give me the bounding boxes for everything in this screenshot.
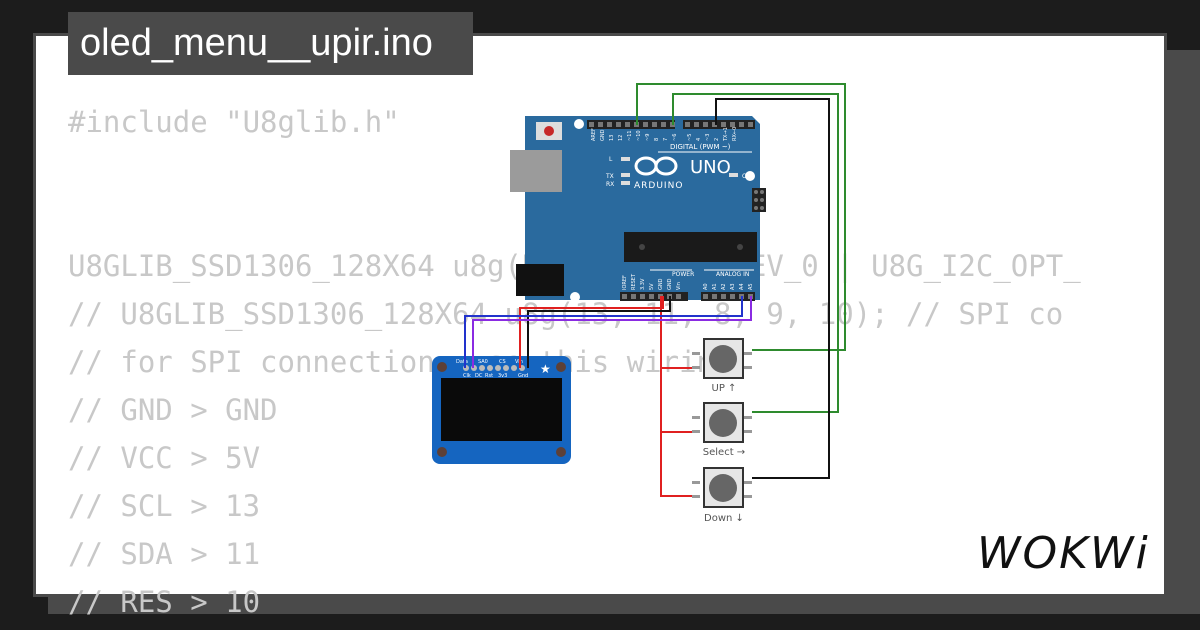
code-line: #include "U8glib.h"	[68, 105, 400, 139]
arduino-pin-label: RESET	[631, 273, 637, 290]
arduino-pin-label: 2	[714, 138, 720, 141]
code-line: // RES > 10	[68, 585, 261, 619]
digital-header-right	[683, 120, 755, 129]
power-label: POWER	[672, 271, 694, 278]
arduino-uno-board[interactable]: DIGITAL (PWM ~) UNO ARDUINO ON L TX RX P…	[510, 116, 766, 302]
led-l-label: L	[609, 156, 613, 163]
code-line: // SCL > 13	[68, 489, 261, 523]
arduino-pin-label: 12	[618, 135, 624, 141]
wokwi-logo: WOKWi	[977, 528, 1150, 579]
arduino-pin-label: TX→1	[723, 127, 729, 142]
oled-pin-label: SA0	[478, 359, 488, 365]
arduino-pin-label: GND	[658, 278, 664, 290]
oled-pin-label: 3v3	[498, 373, 507, 379]
code-line: // VCC > 5V	[68, 441, 261, 475]
arduino-pin-label: 7	[663, 138, 669, 141]
power-jack	[516, 264, 564, 296]
wire-green	[672, 93, 839, 413]
button-select[interactable]: Select →	[692, 402, 752, 458]
icsp-header	[752, 188, 766, 212]
oled-pin-label: DC	[475, 373, 483, 379]
code-line: // GND > GND	[68, 393, 278, 427]
arduino-pin-label: ~5	[687, 134, 693, 141]
arduino-pin-label: A3	[730, 283, 736, 290]
analog-label: ANALOG IN	[716, 271, 749, 278]
oled-screen	[441, 378, 562, 441]
wire-purple	[472, 296, 752, 368]
arduino-pin-label: GND	[667, 278, 673, 290]
board-brand: ARDUINO	[634, 181, 683, 191]
oled-pin-label: Vin	[515, 359, 523, 365]
on-label: ON	[742, 173, 751, 180]
button-up[interactable]: UP ↑	[692, 338, 752, 394]
wire-red	[660, 296, 695, 497]
arduino-pin-label: 8	[654, 138, 660, 141]
led-tx-label: TX	[605, 173, 614, 180]
arduino-pin-label: ~9	[645, 134, 651, 141]
button-label: UP ↑	[712, 383, 737, 394]
usb-port	[510, 150, 562, 192]
oled-pin-label: Gnd	[518, 373, 528, 379]
arduino-pin-label: A4	[739, 283, 745, 290]
oled-pin-label: Data	[456, 359, 468, 365]
code-line: // U8GLIB_SSD1306_128X64 u8g(13, 11, 8, …	[68, 297, 1064, 331]
arduino-pin-label: GND	[600, 129, 606, 141]
wire-black	[715, 98, 830, 479]
arduino-pin-label: RX←0	[732, 127, 738, 141]
arduino-pin-label: 3.3V	[640, 278, 646, 290]
analog-header	[701, 292, 755, 301]
arduino-pin-label: A0	[703, 283, 709, 290]
digital-label: DIGITAL (PWM ~)	[670, 143, 731, 151]
led-rx-label: RX	[606, 181, 614, 188]
button-down[interactable]: Down ↓	[692, 467, 752, 524]
arduino-pin-label: 5V	[649, 283, 655, 290]
arduino-pin-label: ~6	[672, 134, 678, 141]
arduino-pin-label: A2	[721, 283, 727, 290]
oled-display-module[interactable]: ★ Data SA0 CS Vin Clk DC Rst 3v3 Gnd	[432, 356, 571, 464]
board-model: UNO	[690, 157, 731, 178]
project-title: oled_menu__upir.ino	[68, 12, 473, 75]
digital-header-left	[587, 120, 675, 129]
arduino-pin-label: ~3	[705, 134, 711, 141]
code-line: // SDA > 11	[68, 537, 261, 571]
oled-pin-label: Rst	[485, 373, 493, 379]
wire-red	[519, 296, 664, 368]
arduino-pin-label: ~10	[636, 130, 642, 141]
star-icon: ★	[540, 362, 551, 376]
wires	[464, 83, 846, 497]
arduino-pin-label: ~11	[627, 130, 633, 141]
wire-blue	[464, 296, 743, 368]
wire-green	[636, 83, 846, 351]
button-label: Select →	[703, 447, 745, 458]
wire-black	[527, 296, 671, 368]
arduino-pin-label: A5	[748, 283, 754, 290]
arduino-pin-label: 13	[609, 135, 615, 141]
oled-pin-label: CS	[499, 359, 506, 365]
atmega-chip	[624, 232, 757, 262]
arduino-pin-label: A1	[712, 283, 718, 290]
arduino-pin-label: AREF	[591, 128, 597, 141]
arduino-pin-label: Vin	[676, 282, 682, 290]
button-label: Down ↓	[704, 513, 744, 524]
oled-pin-label: Clk	[463, 373, 471, 379]
wokwi-logo-text: WOKWi	[977, 528, 1150, 579]
arduino-pin-label: IOREF	[622, 275, 628, 290]
arduino-pin-label: 4	[696, 138, 702, 141]
